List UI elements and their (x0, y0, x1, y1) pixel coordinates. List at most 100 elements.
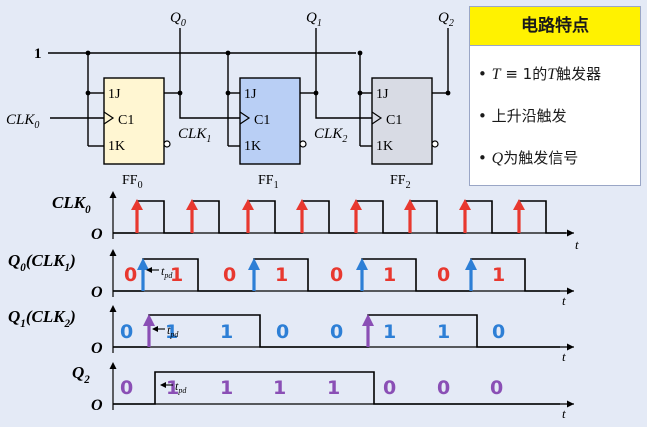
flipflop-name: FF1 (258, 173, 279, 191)
feature-var-t: T (491, 66, 501, 83)
q2-value-label: 0 (383, 377, 396, 399)
up-arrow-icon (362, 314, 374, 326)
t-axis-label: t (562, 293, 566, 308)
bullet-icon: • (478, 149, 487, 167)
junction-dot (85, 50, 91, 56)
k-pin-label: 1K (244, 139, 261, 154)
row-label-q0-main: Q (8, 251, 20, 270)
flipflop-body (103, 77, 165, 165)
q0-value-label: 0 (223, 264, 236, 286)
up-arrow-icon (350, 199, 362, 210)
clock-edge-icon (103, 111, 115, 125)
qbar-bubble-icon (431, 140, 439, 148)
axis-arrow-icon (109, 191, 117, 198)
tpd-main: t (161, 264, 165, 278)
q2-value-label: 0 (120, 377, 133, 399)
feature-text: 为触发信号 (503, 149, 579, 167)
feature-var-q: Q (491, 150, 504, 167)
q0-value-label: 1 (275, 264, 288, 286)
row-label-q1-main: Q (8, 307, 20, 326)
tpd-q0-label: tpd (161, 264, 173, 280)
axis-arrow-icon (567, 229, 574, 237)
clk-main: CLK (178, 126, 207, 142)
axis-arrow-icon (109, 362, 117, 369)
q1-value-label: 1 (383, 321, 396, 343)
up-arrow-icon (143, 314, 155, 326)
tpd-sub: pd (177, 386, 187, 395)
bullet-icon: • (478, 65, 487, 83)
tpd-main: t (167, 323, 171, 337)
row-label-clk0-main: CLK (52, 193, 87, 212)
feature-item-t-trigger: • T ≡ 1的T触发器 (478, 63, 638, 84)
row-label-q2: Q2 (72, 363, 90, 386)
q-sub: 0 (181, 18, 186, 29)
axis-arrow-icon (567, 287, 574, 295)
clk2-label: CLK2 (314, 126, 347, 145)
q-main: Q (170, 10, 181, 26)
q0-value-label: 1 (492, 264, 505, 286)
j-pin-label: 1J (108, 87, 121, 102)
flipflop-name-sub: 0 (138, 180, 143, 191)
row-label-q1-suffix-sub: 2 (64, 318, 71, 330)
up-arrow-icon (242, 199, 254, 210)
row-label-q0-sub: 0 (20, 262, 26, 274)
tpd-main: t (175, 379, 179, 393)
q1-value-label: 1 (437, 321, 450, 343)
q0-value-label: 0 (330, 264, 343, 286)
clock-edge-icon (371, 111, 383, 125)
features-title: 电路特点 (470, 7, 640, 46)
clock-pin-label: C1 (118, 113, 134, 128)
origin-label: O (91, 340, 103, 357)
up-arrow-icon (465, 258, 477, 270)
junction-dot (357, 90, 363, 96)
q1-value-label: 0 (492, 321, 505, 343)
features-panel: 电路特点 • T ≡ 1的T触发器 • 上升沿触发 • Q为触发信号 (469, 6, 641, 186)
q2-waveform (113, 371, 560, 405)
k-pin-label: 1K (108, 139, 125, 154)
q0-output-label: Q0 (170, 10, 186, 29)
q2-value-label: 0 (490, 377, 503, 399)
q1-output-label: Q1 (306, 10, 322, 29)
t-axis-label: t (575, 237, 579, 252)
q1-value-label: 1 (220, 321, 233, 343)
axis-arrow-icon (567, 343, 574, 351)
q0-value-label: 1 (383, 264, 396, 286)
up-arrow-icon (186, 199, 198, 210)
origin-label: O (91, 397, 103, 414)
origin-label: O (91, 284, 103, 301)
tpd-q2-label: tpd (175, 379, 187, 395)
row-label-q0-suffix: (CLK (26, 251, 66, 270)
q2-output-label: Q2 (438, 10, 454, 29)
q2-value-label: 1 (166, 377, 179, 399)
qbar-bubble-icon (163, 140, 171, 148)
clk0-sub: 0 (34, 120, 39, 131)
axis-arrow-icon (109, 249, 117, 256)
q1-value-label: 0 (330, 321, 343, 343)
q0-value-label: 1 (170, 264, 183, 286)
clock-pin-label: C1 (386, 113, 402, 128)
up-arrow-icon (131, 199, 143, 210)
flipflop-name: FF2 (390, 173, 411, 191)
j-pin-label: 1J (244, 87, 257, 102)
clk-main: CLK (314, 126, 343, 142)
axis-arrow-icon (567, 400, 574, 408)
j-pin-label: 1J (376, 87, 389, 102)
q-sub: 2 (449, 18, 454, 29)
left-arrow-icon (152, 326, 158, 332)
junction-dot (85, 90, 91, 96)
up-arrow-icon (296, 199, 308, 210)
origin-label: O (91, 226, 103, 243)
junction-dot (225, 90, 231, 96)
row-label-q1-suffix-end: ) (68, 307, 76, 326)
clk1-label: CLK1 (178, 126, 211, 145)
up-arrow-icon (248, 258, 260, 270)
k-pin-label: 1K (376, 139, 393, 154)
row-label-clk0-sub: 0 (85, 204, 91, 216)
flipflop-body (239, 77, 301, 165)
bullet-icon: • (478, 107, 487, 125)
left-arrow-icon (146, 267, 152, 273)
q0-value-label: 0 (437, 264, 450, 286)
